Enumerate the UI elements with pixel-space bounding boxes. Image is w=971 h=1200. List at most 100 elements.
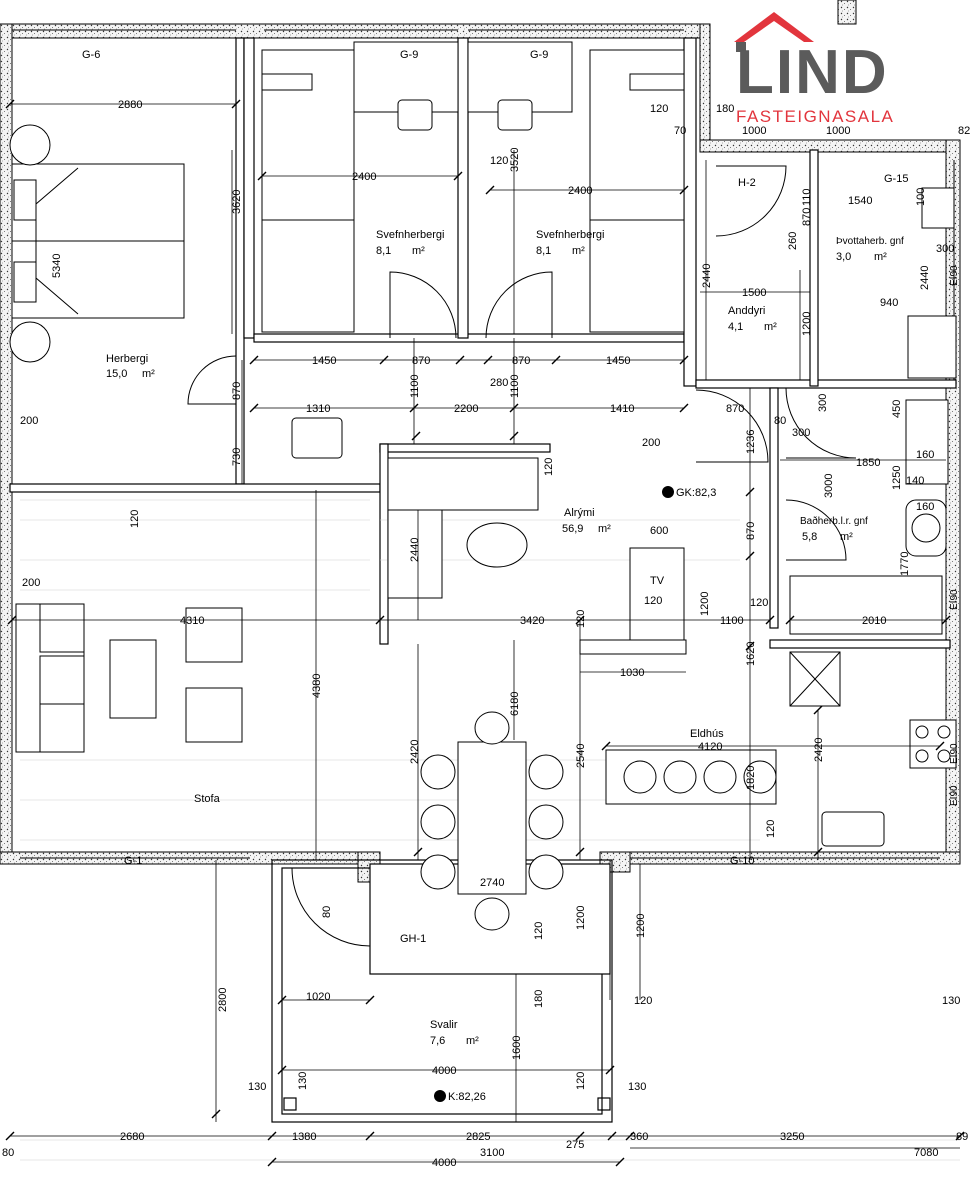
dim-label: 120 bbox=[750, 597, 768, 609]
dim-label: 4310 bbox=[180, 615, 204, 627]
level-k: K:82,26 bbox=[448, 1091, 486, 1103]
dim-label: 2440 bbox=[701, 264, 713, 288]
window-g1: G-1 bbox=[124, 855, 142, 867]
dim-label: 4380 bbox=[311, 674, 323, 698]
room-herbergi-unit: m² bbox=[142, 368, 155, 380]
window-g6: G-6 bbox=[82, 49, 100, 61]
room-gh1: GH-1 bbox=[400, 933, 426, 945]
dim-label: 870 bbox=[231, 382, 243, 400]
dimension-lines bbox=[10, 103, 960, 1163]
room-svefn1-unit: m² bbox=[412, 245, 425, 257]
room-alrymi-unit: m² bbox=[598, 523, 611, 535]
dim-label: 120 bbox=[129, 510, 141, 528]
dim-label: 450 bbox=[891, 400, 903, 418]
dim-label: 160 bbox=[916, 501, 934, 513]
dim-label: 3250 bbox=[780, 1131, 804, 1143]
room-alrymi-area: 56,9 bbox=[562, 523, 583, 535]
dim-label: 2825 bbox=[466, 1131, 490, 1143]
dim-label: 70 bbox=[674, 125, 686, 137]
dim-label: 130 bbox=[297, 1072, 309, 1090]
dim-label: 260 bbox=[787, 232, 799, 250]
dim-label: 870 bbox=[726, 403, 744, 415]
dim-label: 1250 bbox=[891, 466, 903, 490]
dim-label: 120 bbox=[634, 995, 652, 1007]
hatching bbox=[20, 499, 960, 1161]
room-anddyri-unit: m² bbox=[764, 321, 777, 333]
room-herbergi: Herbergi bbox=[106, 353, 148, 365]
dim-label: 1236 bbox=[745, 430, 757, 454]
dim-label: 600 bbox=[650, 525, 668, 537]
room-anddyri: Anddyri bbox=[728, 305, 765, 317]
dim-label: 2800 bbox=[217, 988, 229, 1012]
dim-label: 870 bbox=[801, 208, 813, 226]
dim-label: 2010 bbox=[862, 615, 886, 627]
dim-label: 120 bbox=[575, 610, 587, 628]
dim-label: 1100 bbox=[509, 374, 521, 398]
room-tv: TV bbox=[650, 575, 665, 587]
dim-label: 1380 bbox=[292, 1131, 316, 1143]
dim-label: 1200 bbox=[635, 914, 647, 938]
dim-label: 3420 bbox=[520, 615, 544, 627]
dim-label: 80 bbox=[2, 1147, 14, 1159]
dim-label: 200 bbox=[22, 577, 40, 589]
brand-name: LIND bbox=[736, 38, 889, 107]
dim-label: 80 bbox=[774, 415, 786, 427]
room-anddyri-area: 4,1 bbox=[728, 321, 743, 333]
dim-label: 1020 bbox=[306, 991, 330, 1003]
dim-label: 1450 bbox=[312, 355, 336, 367]
dim-label: 3520 bbox=[509, 148, 521, 172]
room-labels: Herbergi 15,0 m² Svefnherbergi 8,1 m² Sv… bbox=[82, 49, 960, 1103]
dim-label: 870 bbox=[745, 522, 757, 540]
dim-label: 1100 bbox=[720, 615, 744, 627]
fire-mark: EI90 bbox=[949, 265, 960, 286]
dim-label: 300 bbox=[817, 394, 829, 412]
brand-logo: LIND FASTEIGNASALA bbox=[726, 8, 966, 128]
doors bbox=[187, 165, 857, 947]
fire-mark: EI90 bbox=[949, 589, 960, 610]
dim-label: 200 bbox=[20, 415, 38, 427]
room-alrymi: Alrými bbox=[564, 507, 595, 519]
fire-mark: EI90 bbox=[949, 785, 960, 806]
room-thvotta-unit: m² bbox=[874, 251, 887, 263]
dim-label: 1770 bbox=[899, 552, 911, 576]
room-svefn1: Svefnherbergi bbox=[376, 229, 445, 241]
dim-label: 280 bbox=[490, 377, 508, 389]
dim-label: 1500 bbox=[742, 287, 766, 299]
room-svefn2: Svefnherbergi bbox=[536, 229, 605, 241]
dim-label: 1200 bbox=[699, 592, 711, 616]
dim-label: 120 bbox=[490, 155, 508, 167]
room-badherb-unit: m² bbox=[840, 531, 853, 543]
room-eldhus: Eldhús bbox=[690, 728, 724, 740]
dim-label: 2740 bbox=[480, 877, 504, 889]
furniture bbox=[9, 41, 957, 931]
dimension-ticks bbox=[5, 99, 965, 1167]
room-stofa: Stofa bbox=[194, 793, 221, 805]
dim-label: 2420 bbox=[813, 738, 825, 762]
dim-label: 80 bbox=[321, 906, 333, 918]
dimension-values: 2880 3620 5340 200 870 730 1310 120 2400… bbox=[2, 99, 970, 1169]
dim-label: 1030 bbox=[620, 667, 644, 679]
dim-label: 2540 bbox=[575, 744, 587, 768]
dim-label: 120 bbox=[543, 458, 555, 476]
dim-label: 110 bbox=[801, 188, 813, 206]
dim-label: 3620 bbox=[231, 190, 243, 214]
dim-label: 1310 bbox=[306, 403, 330, 415]
dim-label: 2400 bbox=[352, 171, 376, 183]
dim-label: 2440 bbox=[919, 266, 931, 290]
dim-label: 4000 bbox=[432, 1157, 456, 1169]
dim-label: 120 bbox=[644, 595, 662, 607]
dim-label: 1600 bbox=[511, 1036, 523, 1060]
window-g15: G-15 bbox=[884, 173, 908, 185]
room-badherb-area: 5,8 bbox=[802, 531, 817, 543]
dim-label: 180 bbox=[533, 990, 545, 1008]
dim-label: 89 bbox=[956, 1131, 968, 1143]
dim-label: 1100 bbox=[409, 374, 421, 398]
room-svalir-unit: m² bbox=[466, 1035, 479, 1047]
window-g9b: G-9 bbox=[530, 49, 548, 61]
room-svefn2-area: 8,1 bbox=[536, 245, 551, 257]
room-svalir-area: 7,6 bbox=[430, 1035, 445, 1047]
dim-label: 160 bbox=[916, 449, 934, 461]
dim-label: 7080 bbox=[914, 1147, 938, 1159]
brand-subtitle: FASTEIGNASALA bbox=[736, 107, 895, 126]
dim-label: 2200 bbox=[454, 403, 478, 415]
